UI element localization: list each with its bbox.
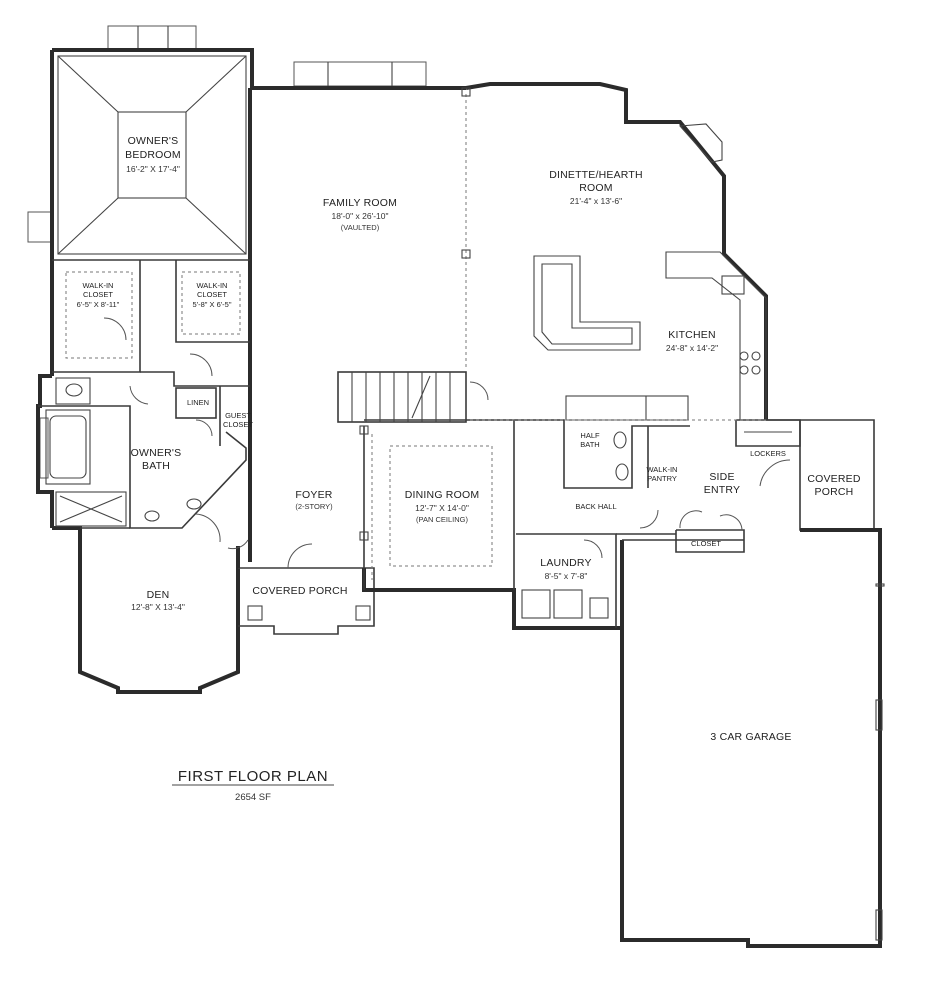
fixtures <box>45 55 885 941</box>
plan-title-block: FIRST FLOOR PLAN 2654 SF <box>172 768 334 803</box>
owners-bedroom-dim: 16'-2" X 17'-4" <box>126 164 180 174</box>
dinette-label: DINETTE/HEARTH <box>549 169 643 181</box>
interior-walls <box>38 88 801 628</box>
svg-text:PORCH: PORCH <box>815 486 854 498</box>
kitchen-island <box>533 255 641 351</box>
walkin-closet-1-label: WALK-IN <box>83 281 114 290</box>
den-dim: 12'-8" X 13'-4" <box>131 602 185 612</box>
room-labels: OWNER'S BEDROOM 16'-2" X 17'-4" FAMILY R… <box>77 135 861 743</box>
family-room-dim: 18'-0" x 26'-10" <box>331 211 388 221</box>
bedroom-window <box>107 25 197 51</box>
half-bath-label: HALF <box>580 431 600 440</box>
family-window <box>293 61 427 87</box>
dining-room-note: (PAN CEILING) <box>416 515 468 524</box>
bathtub <box>45 409 91 485</box>
fireplace <box>678 123 723 163</box>
dining-room-dim: 12'-7" X 14'-0" <box>415 503 469 513</box>
owners-bedroom-label: OWNER'S <box>128 135 179 147</box>
family-room-note: (VAULTED) <box>341 223 380 232</box>
svg-text:BATH: BATH <box>142 460 170 472</box>
lockers-label: LOCKERS <box>750 449 786 458</box>
foyer-note: (2-STORY) <box>295 502 333 511</box>
svg-text:BEDROOM: BEDROOM <box>125 149 181 161</box>
walkin-closet-2-label: WALK-IN <box>197 281 228 290</box>
back-hall-label: BACK HALL <box>575 502 616 511</box>
svg-text:6'-5" X 8'-11": 6'-5" X 8'-11" <box>77 300 120 309</box>
svg-text:CLOSET: CLOSET <box>223 420 253 429</box>
linen-label: LINEN <box>187 398 209 407</box>
dryer <box>553 589 583 619</box>
shower <box>55 491 127 527</box>
svg-text:CLOSET: CLOSET <box>197 290 227 299</box>
svg-text:5'-8" X 6'-5": 5'-8" X 6'-5" <box>192 300 231 309</box>
svg-text:PANTRY: PANTRY <box>647 474 677 483</box>
svg-text:ENTRY: ENTRY <box>704 484 740 496</box>
plan-title: FIRST FLOOR PLAN <box>178 768 328 785</box>
windows <box>27 25 427 479</box>
covered-porch-front-label: COVERED PORCH <box>252 585 347 597</box>
owners-bath-label: OWNER'S <box>131 447 182 459</box>
covered-porch-side-label: COVERED <box>807 473 861 485</box>
walkin-pantry-label: WALK-IN <box>647 465 678 474</box>
family-room-label: FAMILY ROOM <box>323 197 397 209</box>
dinette-dim: 21'-4" x 13'-6" <box>570 196 622 206</box>
svg-text:CLOSET: CLOSET <box>83 290 113 299</box>
side-entry-label: SIDE <box>709 471 734 483</box>
svg-text:ROOM: ROOM <box>579 182 612 194</box>
kitchen-dim: 24'-8" x 14'-2" <box>666 343 718 353</box>
plan-area: 2654 SF <box>235 792 271 803</box>
laundry-label: LAUNDRY <box>540 557 591 569</box>
washer <box>521 589 551 619</box>
den-label: DEN <box>147 589 170 601</box>
closet-label: CLOSET <box>691 539 721 548</box>
svg-text:BATH: BATH <box>580 440 599 449</box>
foyer-label: FOYER <box>295 489 332 501</box>
bath-window <box>39 417 49 479</box>
bedroom-side-window <box>27 211 53 243</box>
doors <box>103 317 791 569</box>
garage-label: 3 CAR GARAGE <box>710 731 791 743</box>
kitchen-label: KITCHEN <box>668 329 716 341</box>
tray-ceiling-outer <box>57 55 247 255</box>
laundry-dim: 8'-5" x 7'-8" <box>545 571 588 581</box>
guest-closet-label: GUEST <box>225 411 251 420</box>
dining-room-label: DINING ROOM <box>405 489 480 501</box>
